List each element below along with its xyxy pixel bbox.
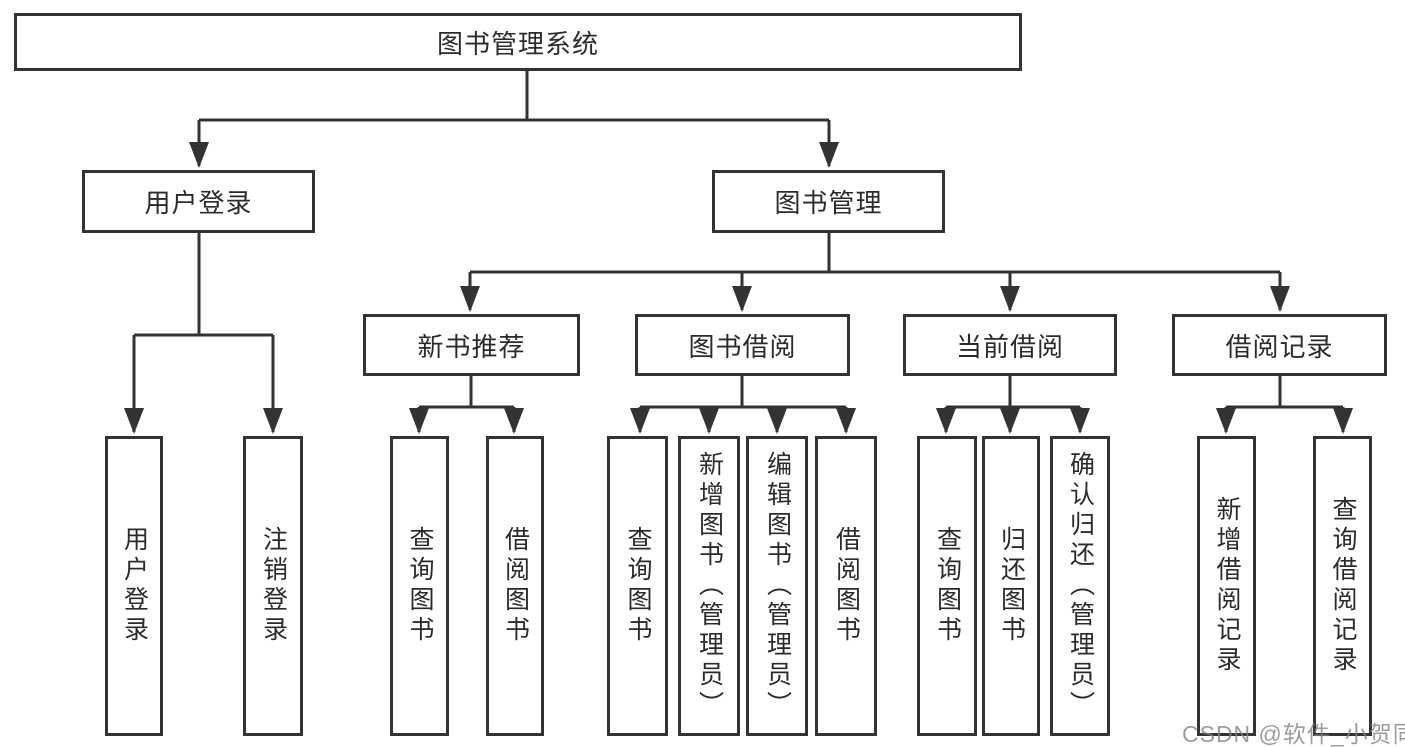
leaf-add-borrow-record: 新增借阅记录 — [1197, 436, 1256, 736]
leaf-borrow-books-2: 借阅图书 — [815, 436, 877, 736]
node-current-borrowing: 当前借阅 — [903, 314, 1117, 376]
node-borrowing-records: 借阅记录 — [1172, 314, 1387, 376]
leaf-user-login: 用户登录 — [105, 436, 163, 736]
leaf-edit-books-admin: 编辑图书（管理员） — [746, 436, 808, 736]
csdn-watermark: CSDN @软件_小贺同学 — [1182, 721, 1405, 747]
leaf-query-books-3: 查询图书 — [917, 436, 977, 736]
node-library-management-system: 图书管理系统 — [14, 13, 1022, 71]
node-user-login: 用户登录 — [82, 170, 315, 233]
leaf-return-books: 归还图书 — [982, 436, 1040, 736]
leaf-confirm-return-admin: 确认归还（管理员） — [1050, 436, 1110, 736]
leaf-query-books-1: 查询图书 — [390, 436, 449, 736]
leaf-query-books-2: 查询图书 — [607, 436, 668, 736]
leaf-logout: 注销登录 — [243, 436, 303, 736]
leaf-add-books-admin: 新增图书（管理员） — [678, 436, 740, 736]
node-book-management: 图书管理 — [712, 170, 945, 233]
node-book-borrowing: 图书借阅 — [635, 314, 850, 376]
leaf-query-borrow-record: 查询借阅记录 — [1313, 436, 1372, 736]
node-new-book-recommendation: 新书推荐 — [363, 314, 580, 376]
leaf-borrow-books-1: 借阅图书 — [486, 436, 544, 736]
